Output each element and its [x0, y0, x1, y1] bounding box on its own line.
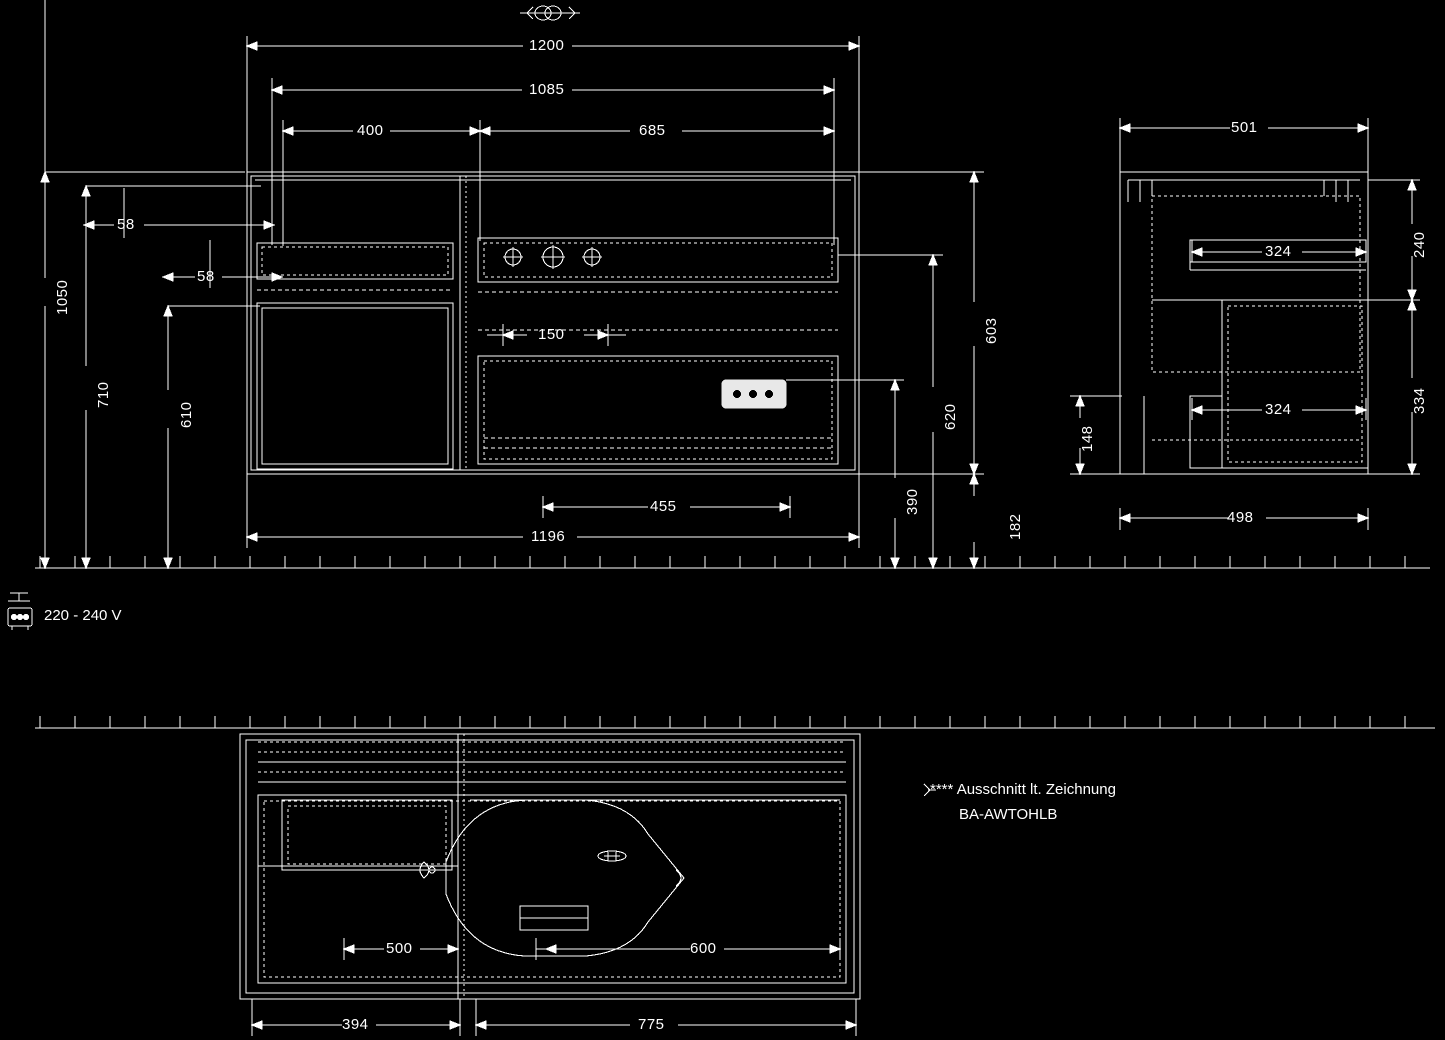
- cutout-note-line2: BA-AWTOHLB: [959, 806, 1058, 823]
- dim-182: 182: [1007, 513, 1024, 540]
- dim-455: 455: [650, 498, 677, 515]
- dim-390: 390: [904, 488, 921, 515]
- dim-600: 600: [690, 940, 717, 957]
- dim-1085: 1085: [529, 81, 565, 98]
- dim-775: 775: [638, 1016, 665, 1033]
- dim-610: 610: [178, 401, 195, 428]
- dim-685: 685: [639, 122, 666, 139]
- dim-324-upper: 324: [1265, 243, 1292, 260]
- dim-498: 498: [1227, 509, 1254, 526]
- dim-1196: 1196: [531, 528, 566, 545]
- dim-148: 148: [1079, 425, 1096, 452]
- cutout-note-line1: **** Ausschnitt lt. Zeichnung: [930, 781, 1116, 798]
- dim-58-upper: 58: [117, 216, 135, 233]
- dim-620: 620: [942, 403, 959, 430]
- power-note: 220 - 240 V: [44, 607, 122, 624]
- dim-400: 400: [357, 122, 384, 139]
- dim-710: 710: [95, 381, 112, 408]
- dim-1200: 1200: [529, 37, 565, 54]
- dim-58-lower: 58: [197, 268, 215, 285]
- valve-mark-icon: [503, 245, 602, 269]
- center-mark-icon: [520, 5, 580, 21]
- dim-603: 603: [983, 317, 1000, 344]
- dim-150: 150: [538, 326, 565, 343]
- dim-394: 394: [342, 1016, 369, 1033]
- dim-334: 334: [1411, 387, 1428, 414]
- dim-240: 240: [1411, 231, 1428, 258]
- dim-1050: 1050: [54, 279, 71, 315]
- dim-500: 500: [386, 940, 413, 957]
- dim-324-lower: 324: [1265, 401, 1292, 418]
- dim-501: 501: [1231, 119, 1258, 136]
- socket-icon: [7, 592, 33, 630]
